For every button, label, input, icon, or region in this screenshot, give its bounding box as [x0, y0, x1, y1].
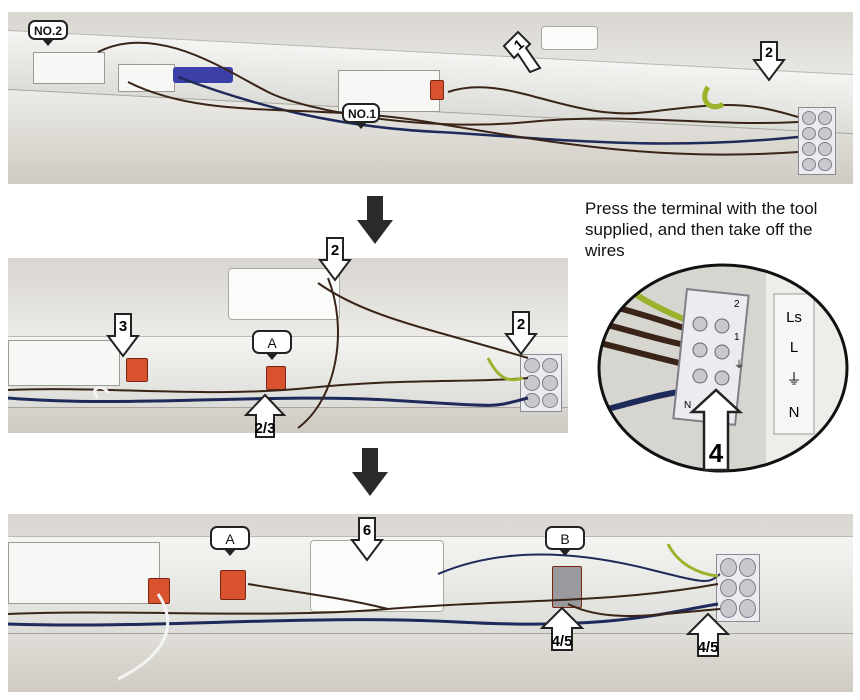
photo-step-3	[8, 514, 853, 692]
svg-text:4/5: 4/5	[698, 639, 719, 656]
tag-no2: NO.2	[28, 20, 68, 40]
zoom-label-l: L	[790, 339, 798, 356]
arrow-2-right: 2	[504, 311, 538, 356]
led-driver	[8, 340, 120, 386]
arrow-2-3: 2/3	[244, 393, 286, 438]
led-driver-small	[118, 64, 175, 92]
wago-connector-3	[148, 578, 170, 604]
led-driver	[8, 542, 160, 604]
caption: Press the terminal with the tool supplie…	[585, 198, 845, 261]
tag-a-panel2: A	[252, 330, 292, 354]
mains-terminal-block	[520, 354, 562, 412]
zoom-label-ls: Ls	[786, 309, 802, 326]
zoom-arrow-4-label: 4	[709, 438, 724, 468]
svg-text:2: 2	[331, 242, 339, 259]
zoom-num-2: 2	[734, 299, 740, 310]
svg-text:2: 2	[765, 44, 773, 60]
arrow-4-5-left: 4/5	[540, 606, 584, 651]
arrow-1: 1	[502, 30, 542, 74]
zoom-label-n: N	[789, 404, 800, 421]
svg-text:6: 6	[363, 522, 371, 539]
caption-line-3: wires	[585, 241, 625, 260]
tag-b-panel3: B	[545, 526, 585, 550]
arrow-4-5-right: 4/5	[686, 612, 730, 657]
flow-arrow-2	[352, 448, 388, 496]
zoom-label-earth: ⏚	[786, 371, 801, 388]
zoom-num-n: N	[684, 400, 691, 411]
photo-step-1	[8, 12, 853, 184]
wago-connector-a	[266, 366, 286, 390]
flow-arrow-1	[357, 196, 393, 244]
caption-line-1: Press the terminal with the tool	[585, 199, 818, 218]
zoom-num-1: 1	[734, 332, 740, 343]
sensor-module	[541, 26, 598, 50]
svg-text:2/3: 2/3	[255, 420, 276, 437]
arrow-2-panel1: 2	[752, 41, 786, 82]
svg-text:3: 3	[119, 318, 127, 335]
wago-connector	[430, 80, 444, 100]
zoom-num-earth: ⏚	[734, 359, 744, 371]
tag-no1: NO.1	[342, 103, 380, 123]
led-driver-no2	[33, 52, 105, 84]
svg-text:4/5: 4/5	[552, 633, 573, 650]
arrow-3: 3	[106, 313, 140, 358]
blue-connector	[173, 67, 233, 83]
arrow-6: 6	[350, 517, 384, 562]
terminal-zoom-view: Ls L ⏚ N 2 1 ⏚ N 4	[597, 263, 849, 473]
wago-connector-3	[126, 358, 148, 382]
tag-a-panel3: A	[210, 526, 250, 550]
wago-connector-a	[220, 570, 246, 600]
svg-text:2: 2	[517, 316, 525, 333]
arrow-2-top: 2	[318, 237, 352, 282]
mains-terminal-block	[798, 107, 836, 175]
caption-line-2: supplied, and then take off the	[585, 220, 813, 239]
mains-terminal-block	[716, 554, 760, 622]
wago-connector-b	[552, 566, 582, 608]
